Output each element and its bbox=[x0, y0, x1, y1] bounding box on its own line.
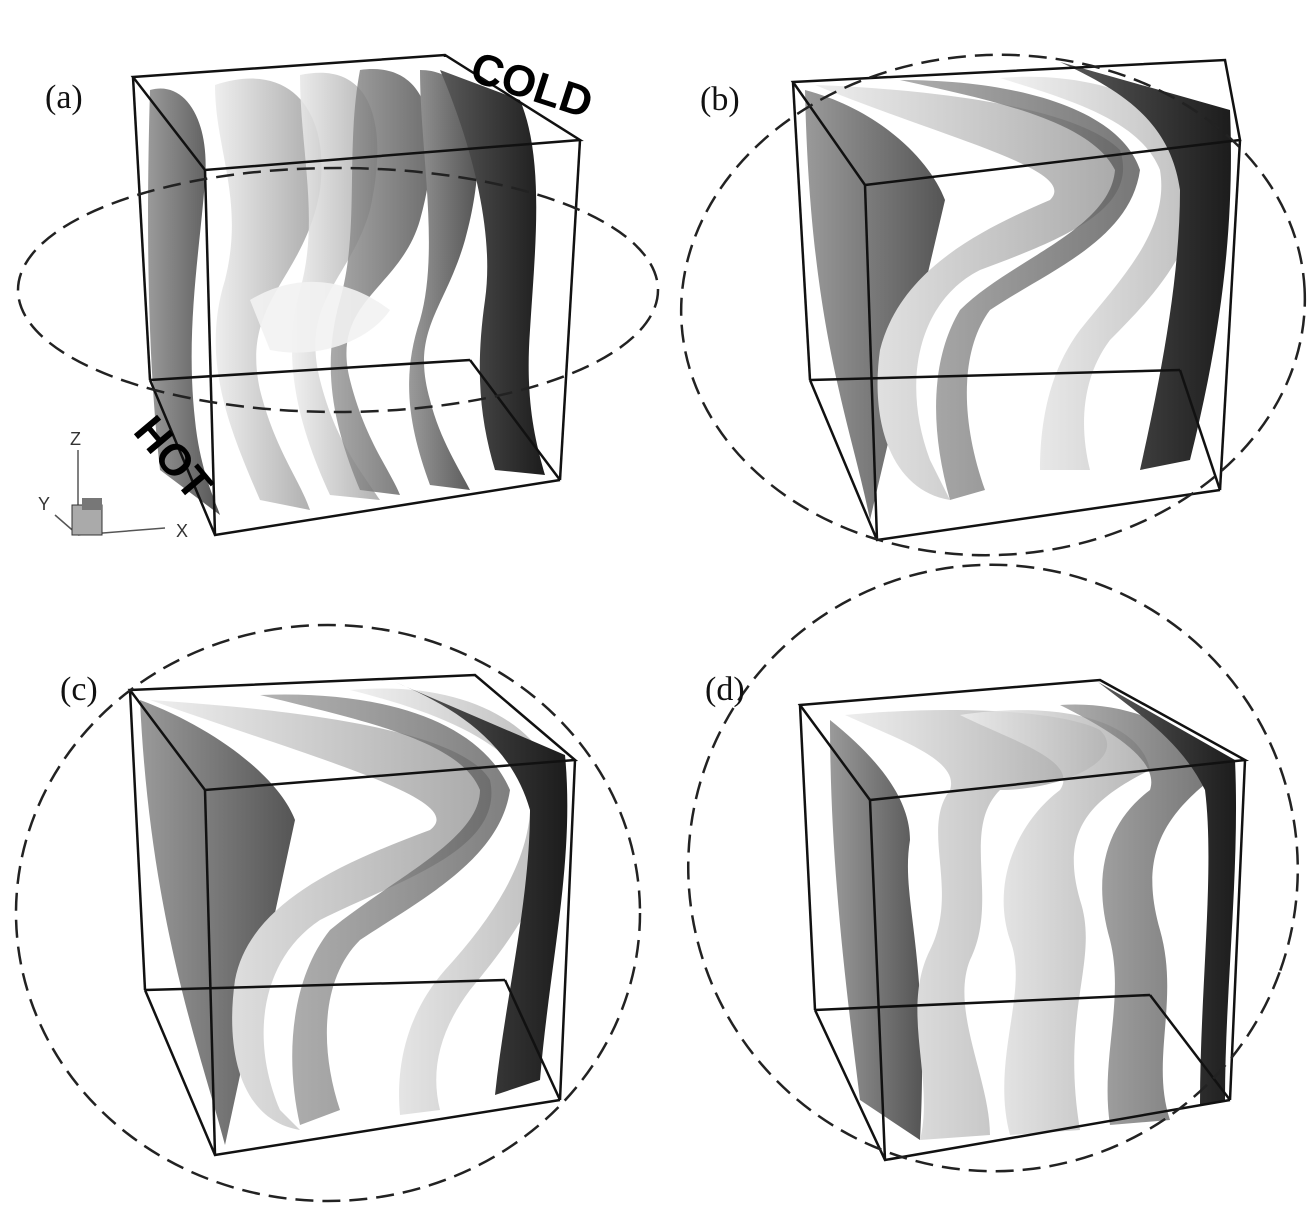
panel-b: (b) bbox=[679, 53, 1307, 557]
panel-a-dashed-ellipse bbox=[16, 166, 660, 414]
panel-c-dashed-ellipse bbox=[14, 623, 642, 1203]
axis-z-label: Z bbox=[70, 429, 81, 449]
panel-b-cube-frame bbox=[790, 58, 1242, 542]
panel-b-label: (b) bbox=[700, 81, 740, 118]
panel-b-isosurfaces bbox=[805, 62, 1231, 520]
panel-a-cube-frame bbox=[130, 53, 584, 537]
panel-c-label: (c) bbox=[60, 671, 98, 708]
panel-c-isosurfaces bbox=[140, 682, 568, 1145]
panel-b-dashed-ellipse bbox=[679, 53, 1307, 557]
panel-a: (a) COLD HOT Z Y X bbox=[16, 43, 660, 541]
axis-x-label: X bbox=[176, 521, 188, 541]
panel-a-label: (a) bbox=[45, 79, 83, 116]
axis-triad: Z Y X bbox=[38, 429, 188, 541]
panel-d-label: (d) bbox=[705, 671, 745, 708]
panel-d-dashed-ellipse bbox=[686, 563, 1300, 1173]
axis-y-label: Y bbox=[38, 494, 50, 514]
panel-d: (d) bbox=[686, 563, 1300, 1173]
panel-d-isosurfaces bbox=[830, 682, 1237, 1140]
panel-c: (c) bbox=[14, 623, 642, 1203]
panel-d-cube-frame bbox=[797, 678, 1250, 1162]
panel-a-isosurfaces bbox=[148, 69, 545, 515]
panel-c-cube-frame bbox=[127, 673, 579, 1157]
